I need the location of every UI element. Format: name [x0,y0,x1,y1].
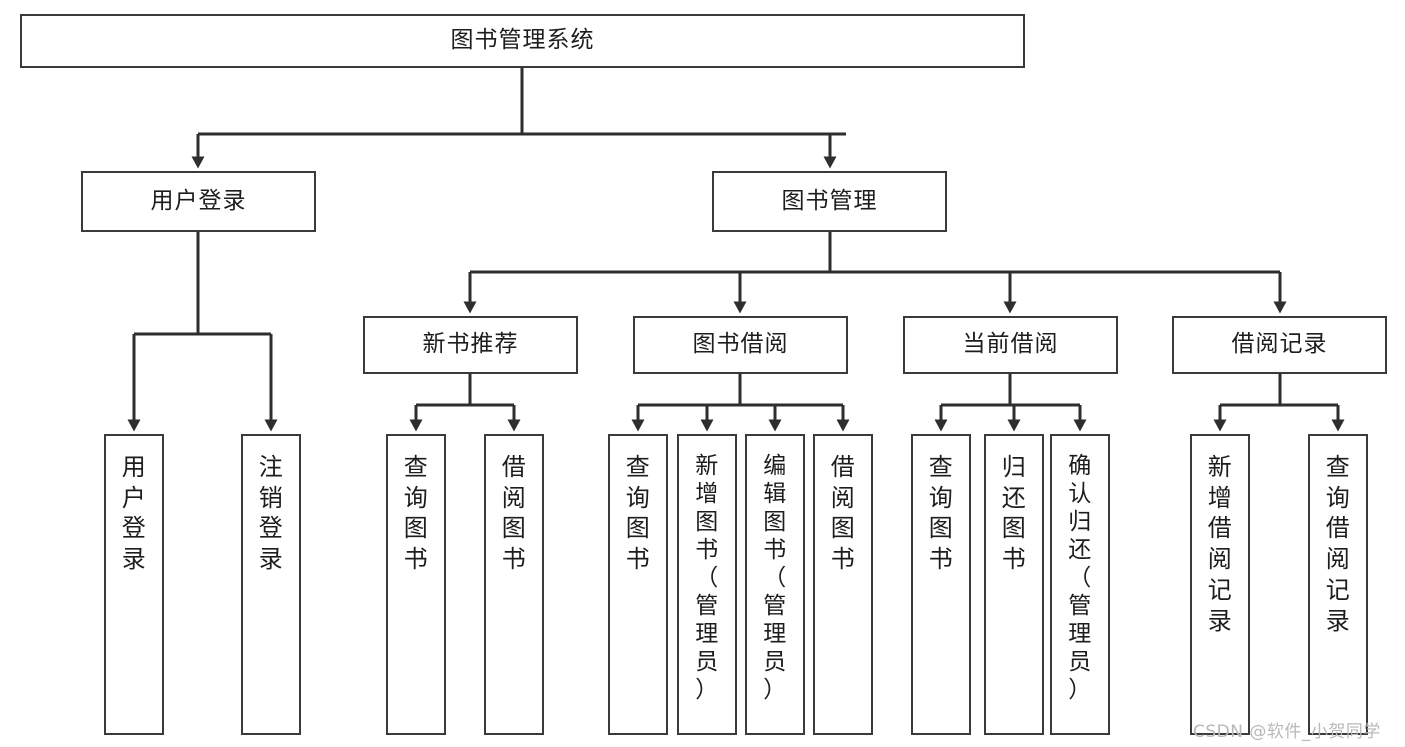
node-user-login[interactable]: 用户登录 [81,171,316,232]
leaf-logout[interactable]: 注 销 登 录 [241,434,301,735]
node-current-borrow-label: 当前借阅 [962,331,1059,358]
leaf-add-book-admin-label: 新 增 图 书 （ 管 理 员 ） [695,453,719,704]
node-borrow-record-label: 借阅记录 [1231,331,1328,358]
node-new-book-recommend-label: 新书推荐 [422,331,519,358]
leaf-return-book[interactable]: 归 还 图 书 [984,434,1044,735]
node-book-management-label: 图书管理 [781,187,878,214]
node-borrow-record[interactable]: 借阅记录 [1172,316,1387,374]
leaf-add-book-admin[interactable]: 新 增 图 书 （ 管 理 员 ） [677,434,737,735]
leaf-borrow-book[interactable]: 借 阅 图 书 [813,434,873,735]
leaf-query-book-newrec-label: 查 询 图 书 [403,453,429,574]
leaf-borrow-book-newrec[interactable]: 借 阅 图 书 [484,434,544,735]
leaf-return-book-label: 归 还 图 书 [1001,453,1027,574]
leaf-logout-label: 注 销 登 录 [258,453,284,574]
leaf-add-borrow-record-label: 新 增 借 阅 记 录 [1207,453,1233,635]
node-new-book-recommend[interactable]: 新书推荐 [363,316,578,374]
leaf-borrow-book-label: 借 阅 图 书 [830,453,856,574]
leaf-user-login-label: 用 户 登 录 [121,453,147,574]
leaf-edit-book-admin-label: 编 辑 图 书 （ 管 理 员 ） [763,453,787,704]
leaf-query-book-current[interactable]: 查 询 图 书 [911,434,971,735]
leaf-confirm-return-admin[interactable]: 确 认 归 还 （ 管 理 员 ） [1050,434,1110,735]
leaf-confirm-return-admin-label: 确 认 归 还 （ 管 理 员 ） [1068,453,1092,704]
node-book-management[interactable]: 图书管理 [712,171,947,232]
node-root-label: 图书管理系统 [450,27,595,54]
leaf-query-book-newrec[interactable]: 查 询 图 书 [386,434,446,735]
node-root[interactable]: 图书管理系统 [20,14,1025,68]
leaf-query-book-borrow[interactable]: 查 询 图 书 [608,434,668,735]
leaf-query-borrow-record[interactable]: 查 询 借 阅 记 录 [1308,434,1368,735]
leaf-query-book-current-label: 查 询 图 书 [928,453,954,574]
leaf-query-borrow-record-label: 查 询 借 阅 记 录 [1325,453,1351,635]
leaf-query-book-borrow-label: 查 询 图 书 [625,453,651,574]
leaf-user-login[interactable]: 用 户 登 录 [104,434,164,735]
node-book-borrow-label: 图书借阅 [692,331,789,358]
node-book-borrow[interactable]: 图书借阅 [633,316,848,374]
leaf-edit-book-admin[interactable]: 编 辑 图 书 （ 管 理 员 ） [745,434,805,735]
csdn-watermark: CSDN @软件_小贺同学 [1193,722,1381,742]
leaf-borrow-book-newrec-label: 借 阅 图 书 [501,453,527,574]
node-current-borrow[interactable]: 当前借阅 [903,316,1118,374]
node-user-login-label: 用户登录 [150,187,247,214]
leaf-add-borrow-record[interactable]: 新 增 借 阅 记 录 [1190,434,1250,735]
